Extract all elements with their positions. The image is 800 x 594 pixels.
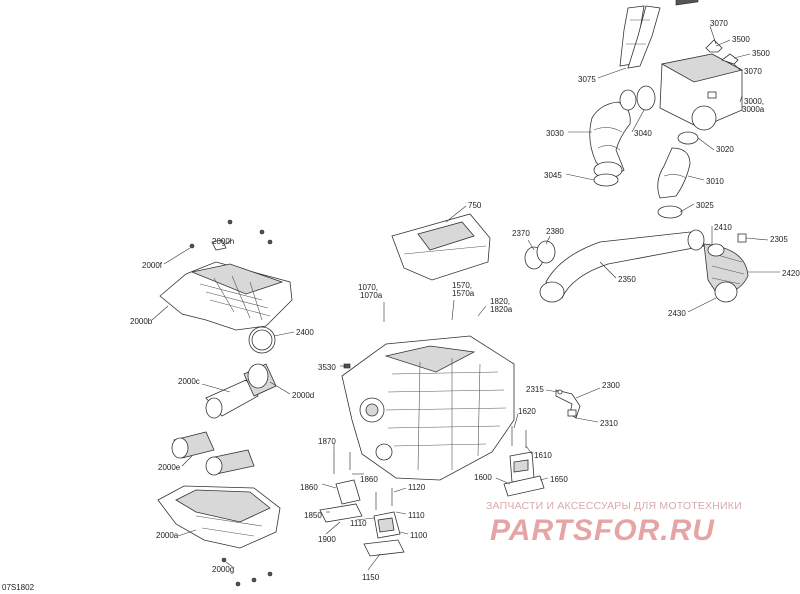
label-2315: 2315 xyxy=(526,385,544,394)
label-2000f: 2000f xyxy=(142,261,163,270)
label-2350: 2350 xyxy=(618,275,636,284)
label-1070: 1070, xyxy=(358,283,378,292)
label-2410: 2410 xyxy=(714,223,732,232)
tube-2300 xyxy=(555,389,581,419)
intake-manifold-2000b xyxy=(159,261,293,331)
label-3030: 3030 xyxy=(546,129,564,138)
label-1620: 1620 xyxy=(518,407,536,416)
label-1570a: 1570a xyxy=(452,289,475,298)
label-3040: 3040 xyxy=(634,129,652,138)
label-1820: 1820, xyxy=(490,297,510,306)
label-2300: 2300 xyxy=(602,381,620,390)
label-1900: 1900 xyxy=(318,535,336,544)
clamps-2370-2380-2410-2430 xyxy=(524,233,747,303)
label-1850: 1850 xyxy=(304,511,322,520)
label-1110-right: 1110 xyxy=(408,511,425,520)
engine-mount-center-1100 xyxy=(363,488,405,557)
label-2000d: 2000d xyxy=(292,391,314,400)
label-1870: 1870 xyxy=(318,437,336,446)
label-1820a: 1820a xyxy=(490,305,513,314)
label-3070-bottom: 3070 xyxy=(744,67,762,76)
label-3070-top: 3070 xyxy=(710,19,728,28)
label-1070a: 1070a xyxy=(360,291,383,300)
manifold-hardware-2000f-2000h xyxy=(189,219,273,251)
oil-pan-hardware-2000g xyxy=(221,557,273,587)
label-3020: 3020 xyxy=(716,145,734,154)
oil-pan-2000a xyxy=(157,485,281,549)
label-1100: 1100 xyxy=(410,531,428,540)
label-3045: 3045 xyxy=(544,171,562,180)
label-3000a: 3000a xyxy=(742,105,765,114)
label-3000: 3000, xyxy=(744,97,764,106)
air-duct-2350 xyxy=(539,229,705,303)
label-750: 750 xyxy=(468,201,482,210)
label-3025: 3025 xyxy=(696,201,714,210)
label-2000a: 2000a xyxy=(156,531,179,540)
label-1610: 1610 xyxy=(534,451,552,460)
label-1110-left: 1110 xyxy=(350,519,367,528)
watermark-tagline: ЗАПЧАСТИ И АКСЕССУАРЫ ДЛЯ МОТОТЕХНИКИ xyxy=(486,500,742,512)
part-labels: 3070 3500 3500 3070 3075 3000, 3000a 303… xyxy=(130,19,800,582)
label-2370: 2370 xyxy=(512,229,530,238)
label-3500-1: 3500 xyxy=(732,35,750,44)
label-2000h: 2000h xyxy=(212,237,234,246)
engine-mount-rear-1600 xyxy=(503,426,545,497)
intake-tube-2000c xyxy=(205,379,259,419)
label-2000e: 2000e xyxy=(158,463,181,472)
diagram-code: 07S1802 xyxy=(2,583,35,592)
label-3010: 3010 xyxy=(706,177,724,186)
label-1150: 1150 xyxy=(362,573,380,582)
engine-block xyxy=(341,335,515,481)
label-1600: 1600 xyxy=(474,473,492,482)
leader-lines xyxy=(151,25,780,571)
label-1120: 1120 xyxy=(408,483,426,492)
intercooler-outlet-hose-3010 xyxy=(657,147,691,199)
intercooler-brackets-3500 xyxy=(705,39,739,65)
label-1650: 1650 xyxy=(550,475,568,484)
label-2420: 2420 xyxy=(782,269,800,278)
intake-boot-2000d xyxy=(243,363,277,397)
watermark-logo: PARTSFOR.RU xyxy=(490,514,715,547)
clamps-3040-3045-3020-3025 xyxy=(593,85,717,219)
label-2305: 2305 xyxy=(770,235,788,244)
label-3075: 3075 xyxy=(578,75,596,84)
intercooler-bracket-3075 xyxy=(619,5,661,69)
label-1570: 1570, xyxy=(452,281,472,290)
label-2380: 2380 xyxy=(546,227,564,236)
label-2430: 2430 xyxy=(668,309,686,318)
label-2000c: 2000c xyxy=(178,377,200,386)
throttle-gasket-2400 xyxy=(248,326,276,354)
label-3500-2: 3500 xyxy=(752,49,770,58)
intercooler-3000 xyxy=(659,0,744,129)
engine-cover-750 xyxy=(391,213,491,281)
label-1860-left: 1860 xyxy=(300,483,318,492)
label-2000b: 2000b xyxy=(130,317,153,326)
engine-mount-left-1850 xyxy=(319,452,363,523)
label-3530: 3530 xyxy=(318,363,336,372)
label-1860-right: 1860 xyxy=(360,475,378,484)
label-2000g: 2000g xyxy=(212,565,234,574)
label-2310: 2310 xyxy=(600,419,618,428)
intercooler-inlet-hose-3030 xyxy=(589,101,631,181)
intake-boots-2000e xyxy=(171,431,255,476)
label-2400: 2400 xyxy=(296,328,314,337)
